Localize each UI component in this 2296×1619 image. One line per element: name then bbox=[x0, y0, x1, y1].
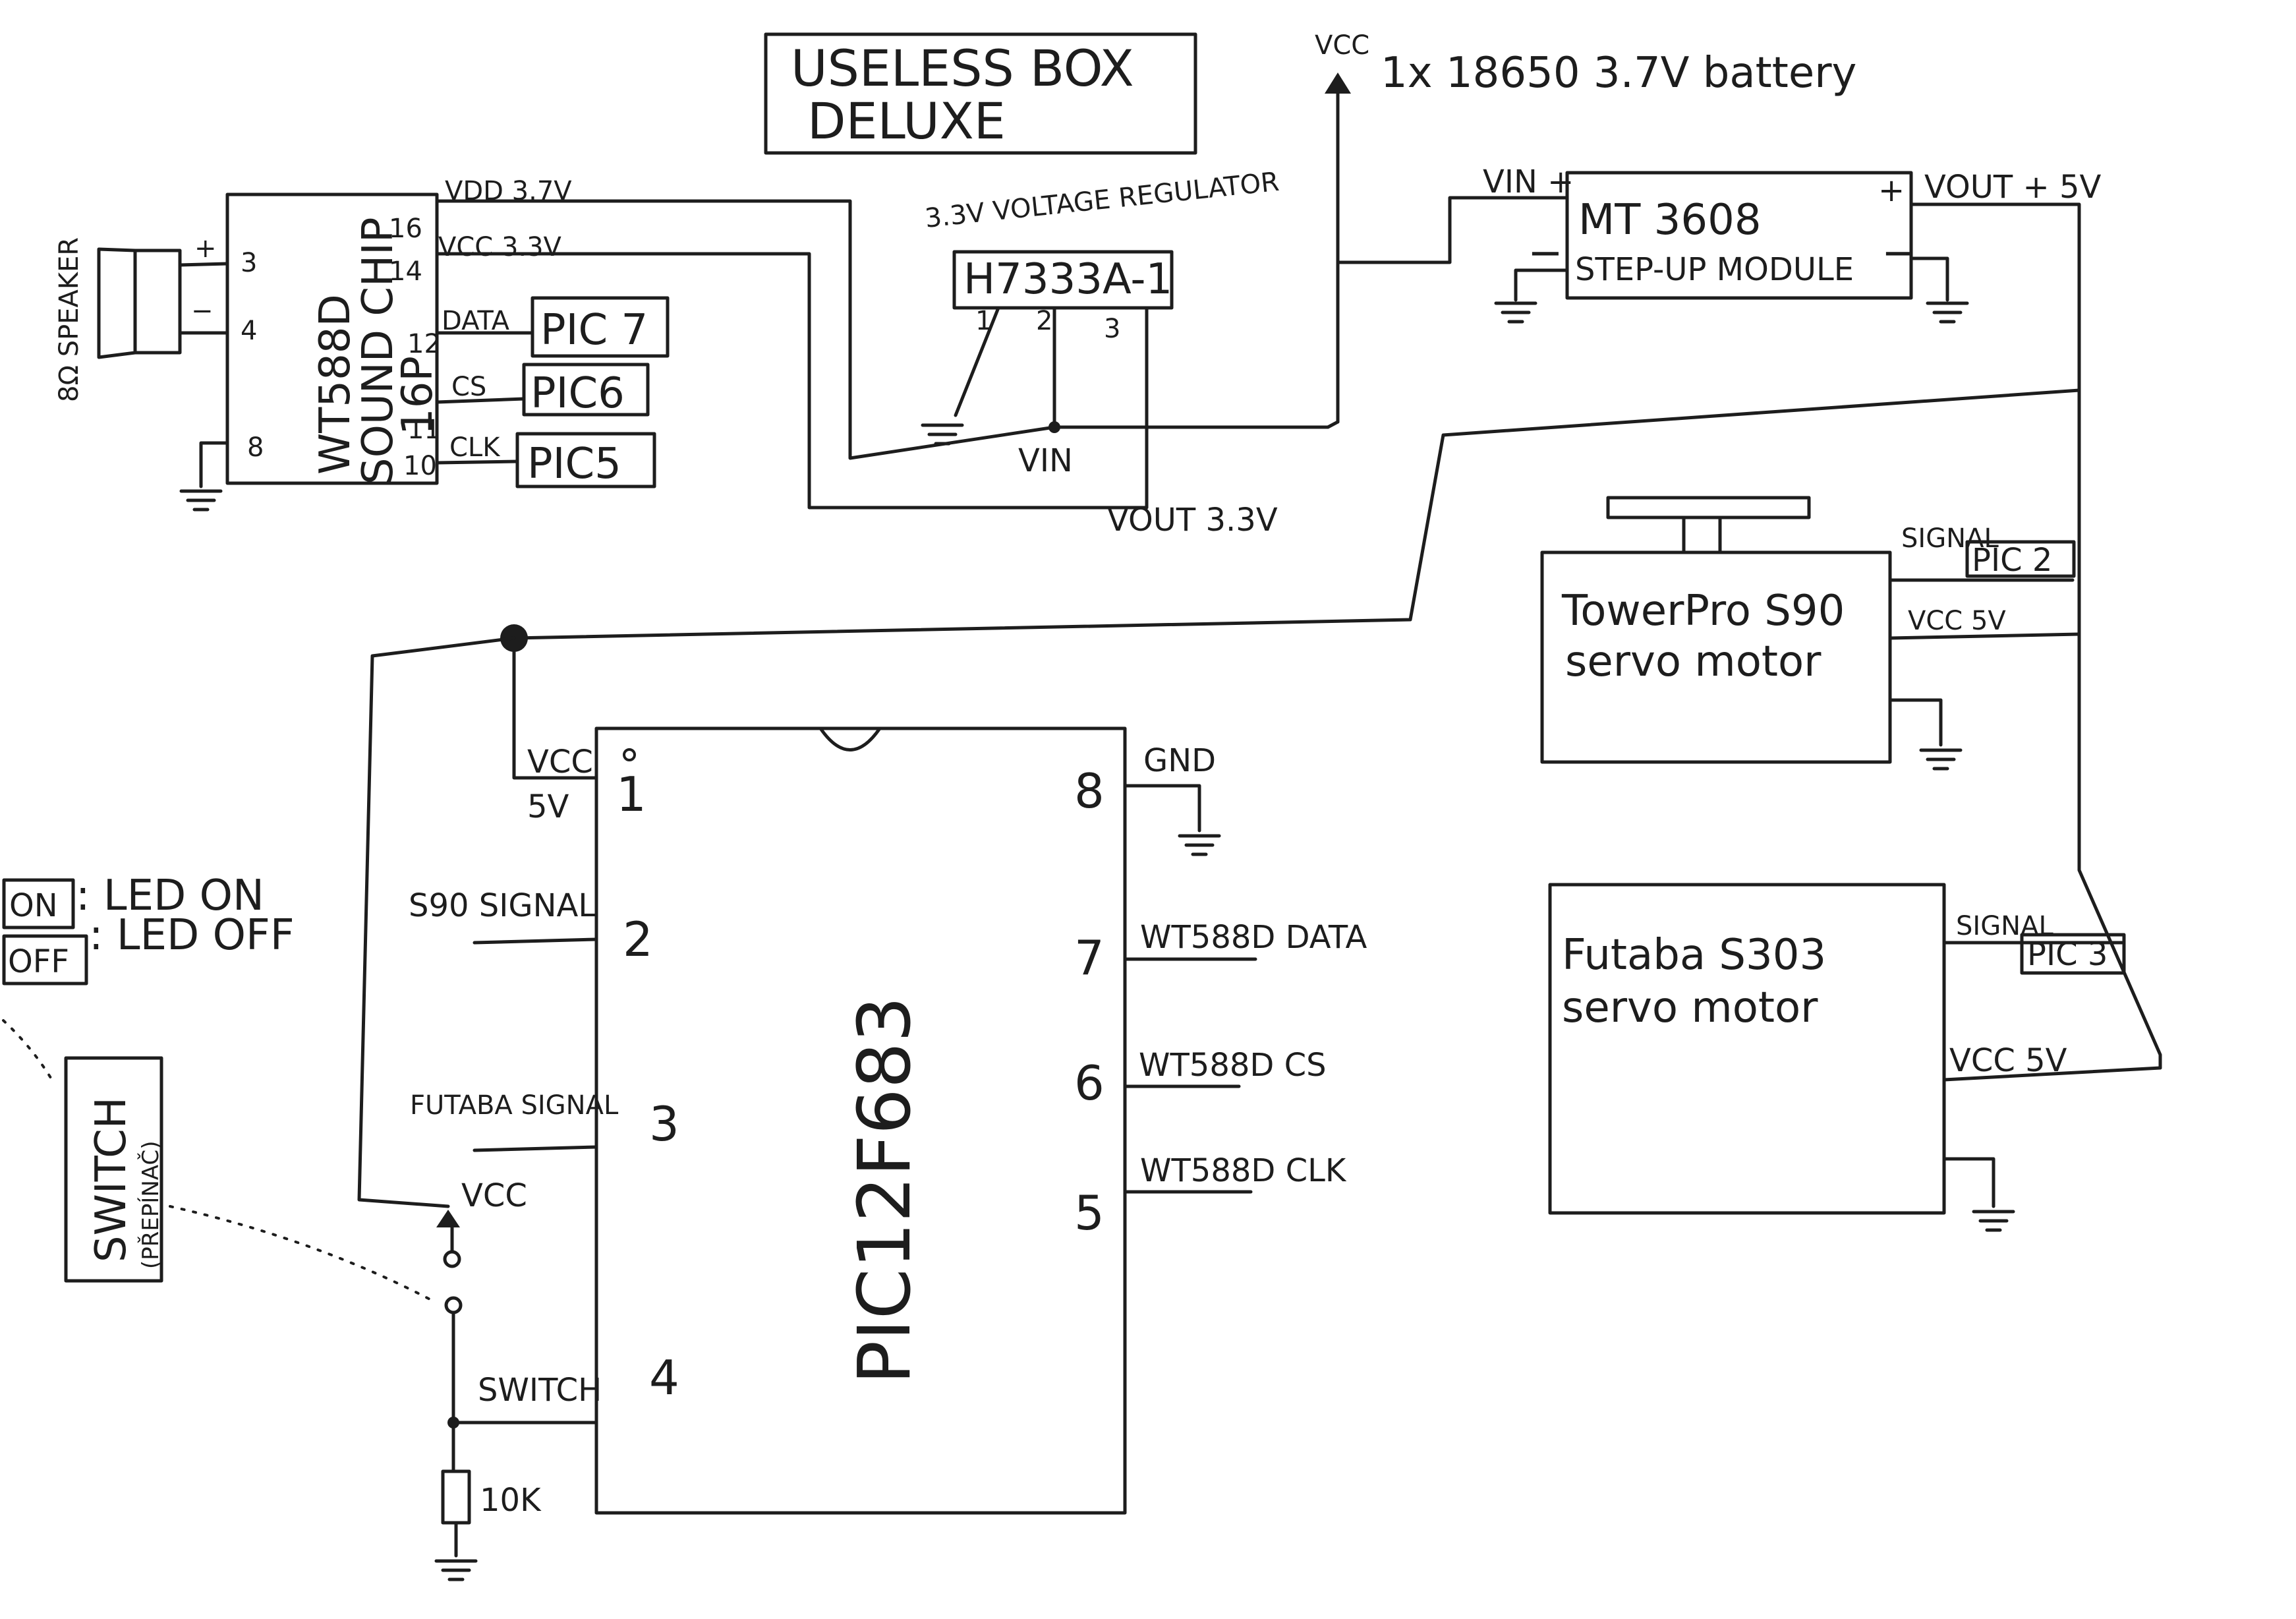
sc-to-pic7: PIC 7 bbox=[540, 306, 648, 355]
stepup-vout-label: VOUT + 5V bbox=[1924, 169, 2102, 206]
legend-on-desc: : LED ON bbox=[76, 871, 264, 920]
mcu-pin3: 3 bbox=[649, 1096, 679, 1152]
s90-signal-label: SIGNAL bbox=[1901, 523, 1999, 554]
battery-supply: VCC 1x 18650 3.7V battery bbox=[1315, 30, 1856, 424]
legend: ON : LED ON OFF : LED OFF bbox=[2, 871, 295, 986]
reg-pin-3: 3 bbox=[1104, 314, 1120, 344]
mcu-gnd-label: GND bbox=[1143, 742, 1216, 779]
mcu-s90-signal-label: S90 SIGNAL bbox=[409, 887, 596, 924]
regulator-vin-label: VIN bbox=[1018, 442, 1073, 479]
sc-clk-label: CLK bbox=[449, 432, 501, 463]
switch-part: SWITCH (PŘEPÍNAČ) bbox=[64, 1056, 164, 1283]
title-line1: USELESS BOX bbox=[791, 39, 1134, 98]
stepup-vin-label: VIN + bbox=[1483, 163, 1574, 200]
mcu-pin1: 1 bbox=[616, 767, 646, 822]
vcc-arrow-icon bbox=[1325, 73, 1351, 94]
resistor-value: 10K bbox=[480, 1482, 542, 1519]
sound-chip-name-line1: WT588D bbox=[311, 294, 360, 475]
mcu-clk-label: WT588D CLK bbox=[1140, 1152, 1347, 1189]
stepup-plus: + bbox=[1878, 172, 1905, 209]
mcu-pin5: 5 bbox=[1074, 1185, 1105, 1241]
resistor-icon bbox=[441, 1469, 471, 1525]
sound-chip-name-line3: 16P bbox=[393, 356, 442, 435]
mcu-data-label: WT588D DATA bbox=[1140, 919, 1367, 956]
s90-vcc-label: VCC 5V bbox=[1908, 606, 2006, 636]
s90-pic-label: PIC 2 bbox=[1972, 542, 2052, 579]
sc-cs-label: CS bbox=[451, 372, 486, 402]
switch-vcc-label: VCC bbox=[461, 1177, 527, 1214]
speaker-plus: + bbox=[194, 233, 217, 264]
rail-5v bbox=[357, 388, 2081, 1208]
regulator-part: H7333A-1 bbox=[963, 255, 1172, 304]
servo-s90: TowerPro S90 servo motor SIGNAL PIC 2 VC… bbox=[1540, 496, 2081, 769]
switch-sub-label: (PŘEPÍNAČ) bbox=[137, 1140, 164, 1269]
sc-pin-14: 14 bbox=[389, 256, 422, 287]
sound-chip: WT588D SOUND CHIP 16P 16 14 12 11 10 3 4… bbox=[181, 176, 670, 510]
sc-to-pic5: PIC5 bbox=[527, 440, 621, 488]
mcu-futaba-signal-label: FUTABA SIGNAL bbox=[410, 1090, 619, 1121]
legend-on: ON bbox=[9, 887, 58, 924]
mcu-name: PIC12F683 bbox=[842, 996, 927, 1384]
title-line2: DELUXE bbox=[807, 92, 1006, 150]
sc-pin-11: 11 bbox=[407, 415, 441, 445]
legend-off-desc: : LED OFF bbox=[89, 911, 295, 960]
sc-pin-3: 3 bbox=[241, 248, 257, 278]
title-box: USELESS BOX DELUXE bbox=[764, 32, 1197, 155]
sc-pin-8: 8 bbox=[247, 432, 264, 463]
speaker: 8Ω SPEAKER + − bbox=[54, 233, 229, 402]
s303-name-line1: Futaba S303 bbox=[1562, 931, 1826, 980]
stepup-desc: STEP-UP MODULE bbox=[1575, 251, 1854, 288]
mcu-switch-label: SWITCH bbox=[478, 1372, 602, 1409]
regulator-caption: 3.3V VOLTAGE REGULATOR bbox=[923, 167, 1280, 234]
mcu-cs-label: WT588D CS bbox=[1139, 1047, 1327, 1084]
mcu-vcc-label: VCC bbox=[527, 744, 593, 780]
sc-pin-10: 10 bbox=[403, 451, 437, 481]
mcu-vcc-5v: 5V bbox=[527, 788, 569, 825]
sc-to-pic6: PIC6 bbox=[531, 369, 625, 418]
battery-vcc-label: VCC bbox=[1315, 30, 1369, 61]
switch-icon bbox=[64, 1056, 163, 1283]
sc-data-label: DATA bbox=[442, 306, 510, 336]
legend-off: OFF bbox=[8, 943, 69, 980]
switch-vcc-arrow-icon bbox=[436, 1210, 460, 1227]
s303-name-line2: servo motor bbox=[1562, 984, 1818, 1032]
s90-name-line1: TowerPro S90 bbox=[1561, 587, 1845, 635]
stepup-minus-out: − bbox=[1881, 229, 1917, 278]
mcu-pin6: 6 bbox=[1074, 1055, 1105, 1111]
mcu-pin7: 7 bbox=[1074, 930, 1105, 986]
mcu-pin8: 8 bbox=[1074, 763, 1105, 819]
sc-pin-12: 12 bbox=[407, 329, 441, 359]
sc-pin-4: 4 bbox=[241, 316, 257, 346]
switch-network: VCC 10K bbox=[2, 1019, 598, 1579]
servo-s303: Futaba S303 servo motor SIGNAL PIC 3 VCC… bbox=[1548, 883, 2162, 1230]
sound-chip-name-line2: SOUND CHIP bbox=[354, 217, 403, 485]
speaker-label: 8Ω SPEAKER bbox=[54, 237, 84, 402]
mcu-pin2: 2 bbox=[623, 912, 653, 967]
reg-pin-2: 2 bbox=[1036, 306, 1052, 336]
sc-pin-16: 16 bbox=[389, 214, 422, 244]
s90-name-line2: servo motor bbox=[1565, 637, 1822, 686]
stepup-module: MT 3608 STEP-UP MODULE VIN + VOUT + 5V +… bbox=[1336, 163, 2162, 1070]
sc-vcc-label: VCC 3.3V bbox=[438, 232, 562, 262]
mcu: PIC12F683 1 2 3 4 8 7 6 5 VCC 5V S90 SIG… bbox=[409, 726, 1367, 1515]
switch-label: SWITCH bbox=[87, 1097, 136, 1262]
battery-label: 1x 18650 3.7V battery bbox=[1381, 49, 1856, 98]
stepup-part: MT 3608 bbox=[1578, 196, 1762, 245]
speaker-minus: − bbox=[191, 296, 214, 326]
speaker-icon bbox=[133, 249, 182, 355]
mcu-pin4: 4 bbox=[649, 1350, 679, 1405]
